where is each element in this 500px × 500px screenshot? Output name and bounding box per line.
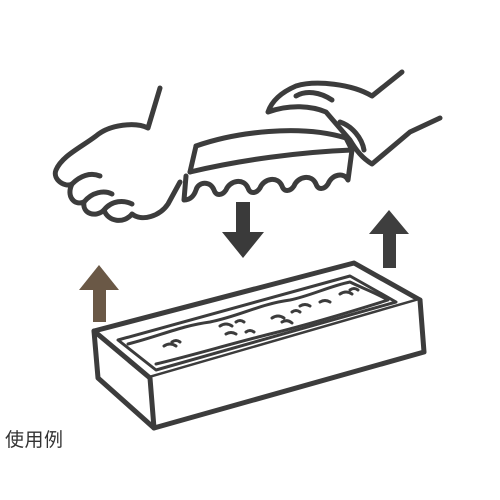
- arrow-up-icon: [369, 210, 409, 268]
- filled-tray-icon: [91, 260, 427, 431]
- hands-holding-tool-icon: [52, 69, 443, 223]
- left-hand-icon: [52, 85, 183, 223]
- arrow-up-icon: [79, 265, 119, 322]
- right-hand-icon: [265, 69, 443, 167]
- arrow-down-icon: [222, 202, 264, 258]
- caption-usage-example: 使用例: [5, 429, 64, 451]
- ridged-scraper-tool-icon: [181, 128, 355, 203]
